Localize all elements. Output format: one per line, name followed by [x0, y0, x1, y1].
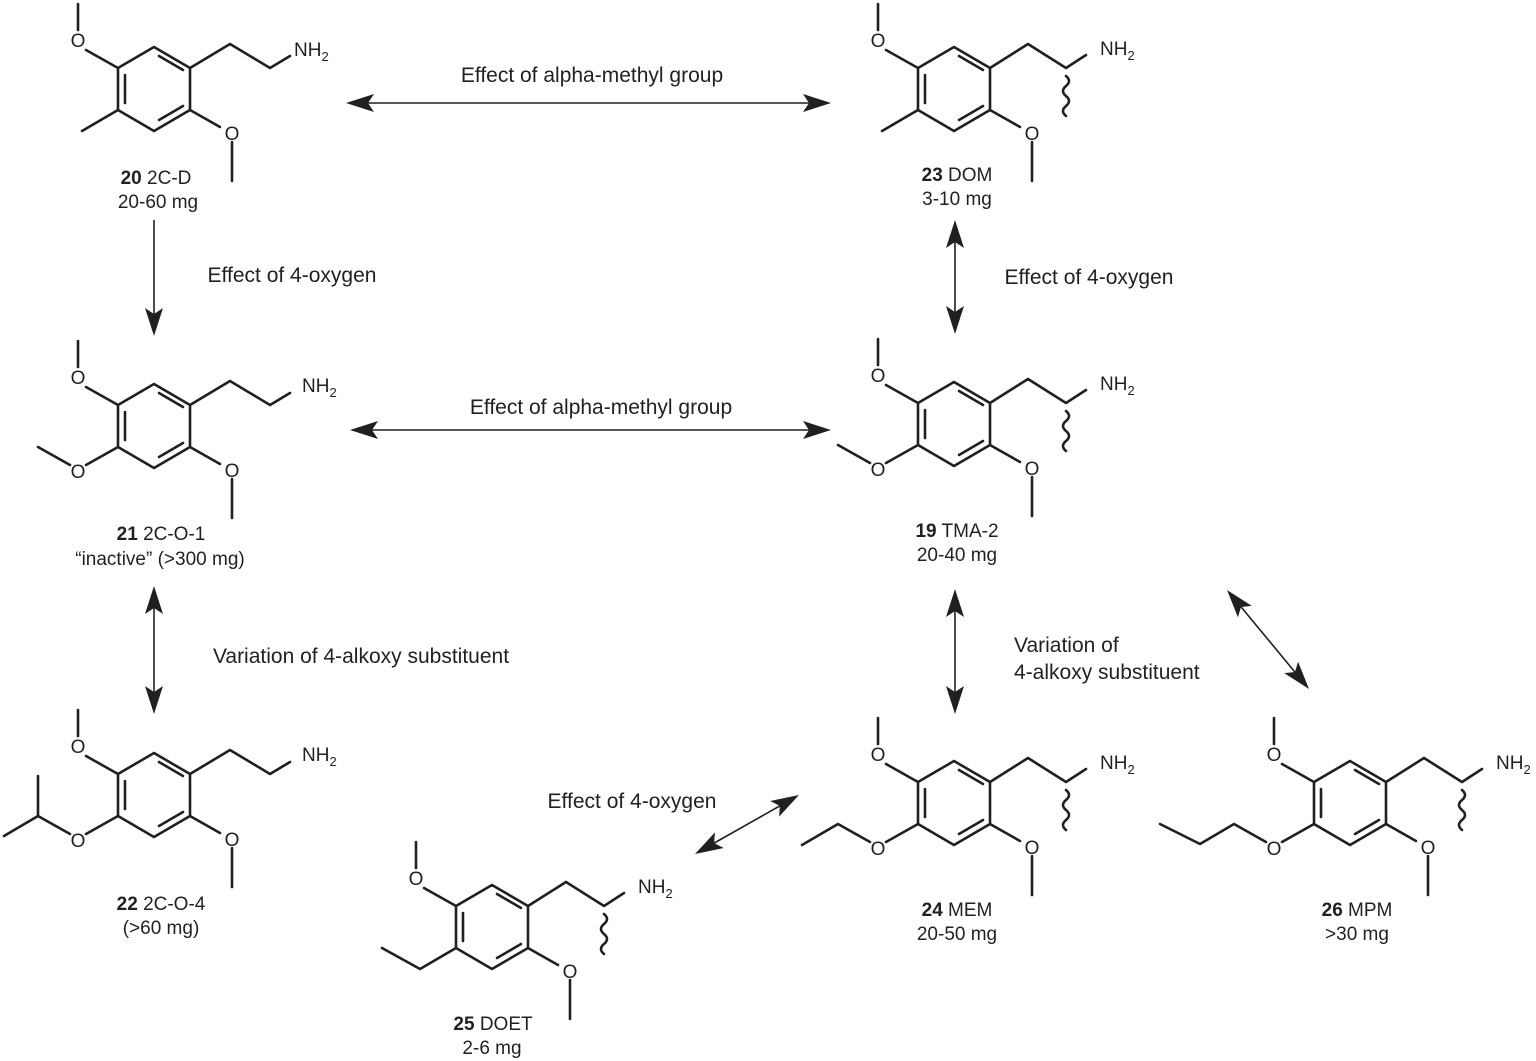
- amine-label: NH2: [1100, 39, 1135, 63]
- compound-label-24: 24 MEM: [922, 900, 993, 921]
- compound-label-26: 26 MPM: [1322, 900, 1393, 921]
- compound-dose-22: (>60 mg): [123, 918, 200, 939]
- arrow-label-21-22: Variation of 4-alkoxy substituent: [213, 645, 509, 668]
- arrow-label-20-21: Effect of 4-oxygen: [208, 264, 377, 287]
- arrow-label-23-19: Effect of 4-oxygen: [1005, 266, 1174, 289]
- amine-label: NH2: [1496, 753, 1531, 777]
- arrow-label-21-19: Effect of alpha-methyl group: [470, 396, 732, 419]
- svg-text:O: O: [71, 368, 86, 389]
- compound-dose-21: “inactive” (>300 mg): [75, 549, 244, 570]
- arrows: [145, 94, 1309, 854]
- amine-label: NH2: [638, 877, 673, 901]
- svg-text:O: O: [563, 962, 578, 983]
- svg-text:O: O: [871, 366, 886, 387]
- compound-dose-19: 20-40 mg: [917, 545, 997, 566]
- svg-text:O: O: [225, 830, 240, 851]
- svg-text:O: O: [71, 462, 86, 483]
- compound-label-21: 21 2C-O-1: [117, 524, 206, 545]
- arrow-labels: Effect of alpha-methyl group Effect of 4…: [208, 64, 1200, 813]
- svg-text:O: O: [225, 124, 240, 145]
- svg-text:O: O: [1025, 124, 1040, 145]
- compound-label-25: 25 DOET: [453, 1014, 533, 1035]
- molecule-tma-2: O O O NH2 19 TMA-2 20-40 mg: [836, 337, 1135, 566]
- arrow-23-19: [946, 220, 964, 334]
- arrow-25-24: [695, 795, 799, 854]
- compound-label-19: 19 TMA-2: [915, 521, 998, 542]
- molecule-2c-o-4: O O O NH2 22 2C-O-4 (>60 mg): [2, 708, 337, 939]
- svg-text:O: O: [409, 869, 424, 890]
- compound-label-20: 20 2C-D: [121, 168, 192, 189]
- svg-text:O: O: [71, 31, 86, 52]
- svg-text:O: O: [1267, 839, 1282, 860]
- arrow-label-20-23: Effect of alpha-methyl group: [461, 64, 723, 87]
- svg-text:O: O: [871, 31, 886, 52]
- amine-label: NH2: [1100, 753, 1135, 777]
- arrow-19-26: [1227, 590, 1309, 689]
- compound-dose-24: 20-50 mg: [917, 924, 997, 945]
- molecule-mpm: O O O NH2 26 MPM >30 mg: [1158, 716, 1531, 945]
- svg-text:O: O: [1025, 459, 1040, 480]
- arrow-20-21: [145, 220, 163, 336]
- molecule-dom: O O NH2 23 DOM 3-10 mg: [871, 2, 1135, 210]
- svg-text:O: O: [1267, 745, 1282, 766]
- arrow-label-19-24-line1: Variation of: [1014, 634, 1119, 657]
- compound-dose-20: 20-60 mg: [118, 192, 198, 213]
- amine-label: NH2: [1100, 374, 1135, 398]
- molecule-mem: O O O NH2 24 MEM 20-50 mg: [800, 716, 1135, 945]
- svg-text:O: O: [871, 839, 886, 860]
- arrow-21-19: [350, 421, 831, 439]
- svg-text:O: O: [71, 831, 86, 852]
- svg-text:O: O: [71, 737, 86, 758]
- amine-label: NH2: [302, 376, 337, 400]
- arrow-label-25-24: Effect of 4-oxygen: [548, 790, 717, 813]
- arrow-19-24: [946, 589, 964, 714]
- compound-label-22: 22 2C-O-4: [117, 894, 206, 915]
- molecule-2c-d: O O NH2 20 2C-D 20-60 mg: [71, 2, 329, 213]
- molecule-2c-o-1: O O O NH2 21 2C-O-1 “inactive” (>300 mg): [36, 339, 337, 570]
- svg-text:O: O: [1025, 838, 1040, 859]
- svg-text:O: O: [871, 745, 886, 766]
- arrow-20-23: [346, 94, 831, 112]
- svg-text:O: O: [871, 460, 886, 481]
- arrow-label-19-24-line2: 4-alkoxy substituent: [1014, 661, 1200, 684]
- compound-dose-26: >30 mg: [1325, 924, 1389, 945]
- compound-dose-25: 2-6 mg: [462, 1038, 521, 1059]
- arrow-21-22: [145, 586, 163, 714]
- amine-label: NH2: [294, 40, 329, 64]
- svg-text:O: O: [1421, 838, 1436, 859]
- compound-dose-23: 3-10 mg: [922, 189, 992, 210]
- amine-label: NH2: [302, 745, 337, 769]
- molecule-doet: O O NH2 25 DOET 2-6 mg: [380, 840, 673, 1059]
- svg-text:O: O: [225, 461, 240, 482]
- compound-label-23: 23 DOM: [922, 165, 993, 186]
